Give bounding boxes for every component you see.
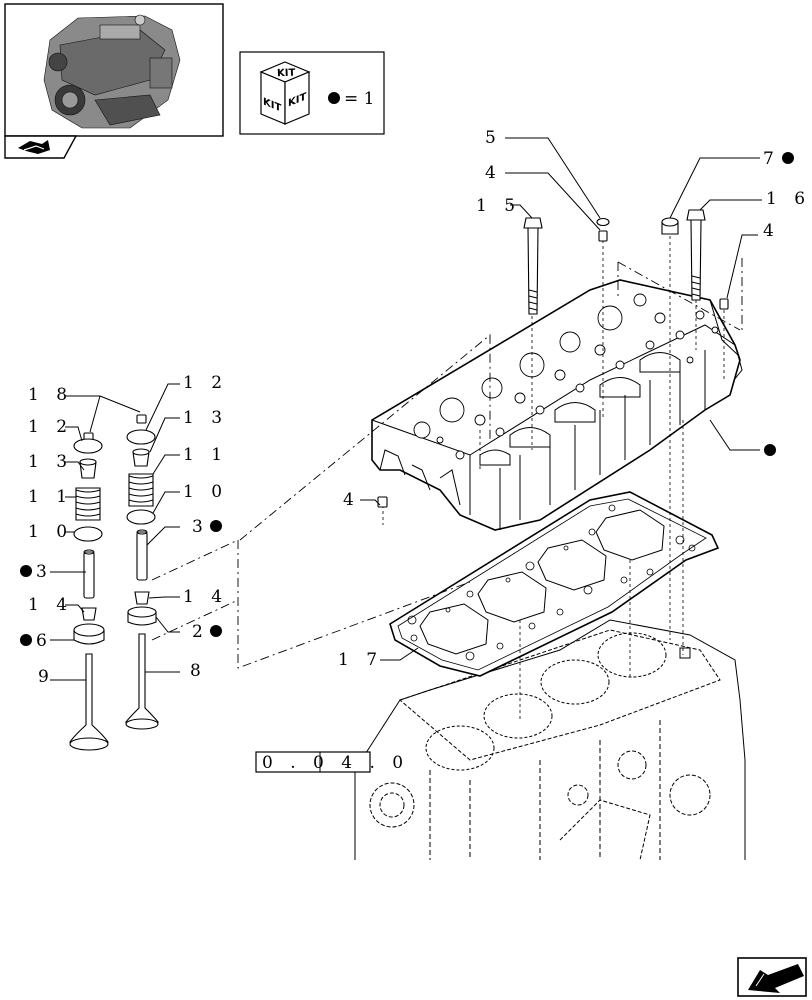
kit-top-label: KIT [277,68,296,80]
ref-9: 9 [38,667,55,687]
ref-13-right: 1 3 [183,408,228,428]
cylinder-head [371,279,743,531]
ref-11-left: 1 1 [28,487,73,507]
arrow-icon [748,964,804,993]
ref-4-right: 4 [763,221,780,241]
spring-retainer-left [73,438,103,454]
dowel-4-top [598,230,608,242]
ref-4-top: 4 [485,163,502,183]
valve-stem-seal-right [134,591,150,605]
plug-7 [661,217,679,235]
ref-15: 1 5 [476,196,521,216]
ref-18: 1 8 [28,385,73,405]
head-bolt-16 [686,209,706,301]
reference-numbers: 5 4 1 5 7 1 6 4 4 1 7 1 8 1 2 1 3 1 1 1 … [20,128,811,687]
ref-10-right: 1 0 [183,482,228,502]
gasket-holes [407,504,696,661]
washer-5 [596,217,610,227]
head-gasket [389,491,720,677]
ref-6-bullet-icon [20,634,32,646]
ref-11-right: 1 1 [183,445,228,465]
ref-4-left: 4 [343,490,360,510]
ref-16: 1 6 [766,189,811,209]
ref-3-left-bullet-icon [20,565,32,577]
valve-train-left [68,432,110,751]
ref-3-right-bullet-icon [210,520,222,532]
ref-12-left: 1 2 [28,417,73,437]
ref-13-left: 1 3 [28,452,73,472]
head-top-holes [413,293,719,460]
ref-8: 8 [190,661,207,681]
ref-head-bullet-icon [764,444,776,456]
ref-5: 5 [485,128,502,148]
spring-retainer-right [126,429,156,445]
dowel-4-left [377,496,388,508]
ref-6: 6 [36,631,53,651]
ref-2: 2 [192,622,209,642]
assembly-phantom-lines [151,236,743,720]
ref-3-right: 3 [192,517,209,537]
spring-seat-left [73,526,103,542]
spring-seat-right [126,509,156,525]
ref-7-bullet-icon [782,152,794,164]
cross-reference-text: 0 . 0 4 . 0 [262,753,409,773]
cross-reference-link[interactable]: 0 . 0 4 . 0 [255,751,409,773]
valve-spring-left [75,487,101,521]
next-page-button[interactable] [737,957,807,997]
head-bolt-15 [523,217,543,315]
ref-10-left: 1 0 [28,522,73,542]
leader-lines [50,137,762,681]
dowel-4-right [719,298,729,310]
block-cylinder-bores [425,632,667,771]
exhaust-valve-9 [68,653,110,751]
kit-legend: KIT KIT KIT = 1 [239,51,385,135]
valve-train-right [124,414,160,730]
ref-12-right: 1 2 [183,373,228,393]
kit-quantity: = 1 [344,89,374,109]
valve-keeper-right [136,414,147,424]
engine-illustration [43,14,181,129]
kit-bullet-icon [328,92,340,104]
ref-3-left: 3 [36,562,53,582]
gasket-bores [419,509,665,655]
kit-cube-icon: KIT KIT KIT [259,61,311,125]
ref-7: 7 [763,149,780,169]
ref-2-bullet-icon [210,625,222,637]
head-side-ribs [379,350,706,530]
intake-valve-8 [124,633,160,730]
ref-17: 1 7 [338,650,383,670]
book-icon [18,140,50,154]
engine-thumbnail[interactable] [4,3,224,159]
engine-block [354,619,746,861]
valve-guide-right [136,531,148,581]
ref-14-left: 1 4 [28,595,73,615]
valve-spring-right [128,473,154,507]
valve-guide-left [83,551,95,599]
valve-stem-seal-left [81,607,97,621]
ref-14-right: 1 4 [183,587,228,607]
